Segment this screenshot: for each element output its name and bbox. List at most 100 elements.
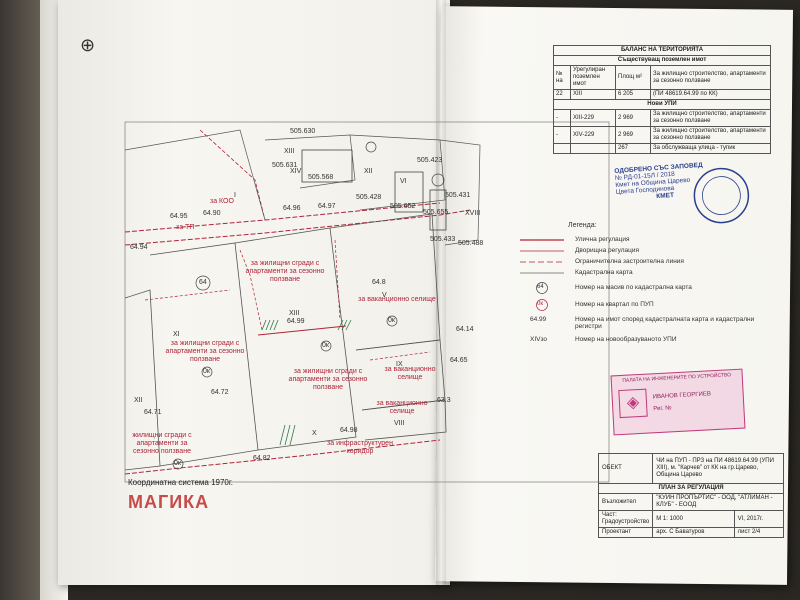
masiv-marker xyxy=(195,275,211,291)
legend-symbol-text: XIVзо xyxy=(530,336,547,343)
parcel-viii-boundary xyxy=(361,399,447,441)
scale-value: М 1: 1000 xyxy=(652,510,735,528)
top-parcel-1 xyxy=(124,129,266,221)
street-line-icon xyxy=(520,239,564,241)
map-label: 64.95 xyxy=(170,213,188,220)
designer-name: арх. С Баватуров xyxy=(652,527,735,538)
legend-item: Кадастрална карта xyxy=(520,267,760,279)
approval-stamp: ОДОБРЕНО СЪС ЗАПОВЕД № РД-01-15Л / 2018 … xyxy=(614,158,760,253)
cell-area: 267 xyxy=(615,143,651,154)
balance-section-new: Нови УПИ xyxy=(553,99,771,110)
map-roman-label: V xyxy=(382,292,387,299)
map-label: 64.71 xyxy=(144,409,162,416)
table-row: 22 XIII 6 205 (ПИ 48619.64.99 по КК) xyxy=(553,89,771,100)
brand-watermark: МАГИКА xyxy=(128,492,210,512)
north-arrow-icon: ⊕ xyxy=(80,35,96,55)
client-name: "КУИН ПРОПЪРТИС" - ООД, "АТЛИМАН - КЛУБ"… xyxy=(652,493,784,511)
map-label: 505.630 xyxy=(290,128,316,135)
building-line-2 xyxy=(144,289,231,301)
table-row: 267 За обслужваща улица - тупик xyxy=(553,143,771,154)
kvartal-number: 0к xyxy=(174,460,181,467)
use-label-tp: за ТП xyxy=(176,224,195,231)
round-seal-icon xyxy=(693,167,750,224)
kvartal-marker-4 xyxy=(172,458,184,470)
legend-text: Кадастрална карта xyxy=(575,269,633,276)
legend-text: Номер на имот според кадастралната карта… xyxy=(575,316,755,330)
cell-upi: XIII xyxy=(570,89,616,100)
legend-text: Улична регулация xyxy=(575,236,630,243)
balance-section-existing: Съществуващ поземлен имот xyxy=(553,55,771,66)
table-row: - XIV-229 2 969 За жилищно строителство,… xyxy=(553,126,771,144)
cell-no: 22 xyxy=(553,89,571,100)
legend-symbol-text: 64 xyxy=(537,284,544,290)
use-label-koo: за КОО xyxy=(210,198,234,205)
map-roman-label: XIII xyxy=(284,148,295,155)
map-label: 64.99 xyxy=(287,318,305,325)
top-parcel-4 xyxy=(439,139,481,246)
kvartal-marker-2 xyxy=(320,340,332,352)
map-label: 64.98 xyxy=(340,427,358,434)
building-line-1 xyxy=(239,249,263,331)
cadastral-line-icon xyxy=(520,272,564,274)
cell-purpose: За обслужваща улица - тупик xyxy=(650,143,771,154)
parcel-xiii-boundary xyxy=(234,227,357,451)
balance-header: За жилищно строителство, апартаменти за … xyxy=(650,65,771,90)
street-regulation-1 xyxy=(124,209,471,246)
legend-title: Легенда: xyxy=(568,222,597,229)
street-regulation-4 xyxy=(124,439,441,475)
use-label-upi13: за жилищни сгради с апартаменти за сезон… xyxy=(245,260,325,283)
use-label-upi11: за жилищни сгради с апартаменти за сезон… xyxy=(165,340,245,363)
balance-header: № на xyxy=(553,65,571,90)
legend-text: Номер на квартал по ПУП xyxy=(575,301,654,308)
stamp-line: ПАЛАТА НА ИНЖЕНЕРИТЕ ПО УСТРОЙСТВО xyxy=(622,372,732,384)
map-roman-label: ХIII xyxy=(289,310,300,317)
map-roman-label: X xyxy=(312,430,317,437)
title-block: ОБЕКТ ЧИ на ПУП - ПРЗ на ПИ 48619.64.99 … xyxy=(597,453,785,538)
map-label: 64.94 xyxy=(130,244,148,251)
obekt-text: ЧИ на ПУП - ПРЗ на ПИ 48619.64.99 (УПИ X… xyxy=(652,453,784,484)
map-label: 505.431 xyxy=(445,192,471,199)
cell-purpose: За жилищно строителство, апартаменти за … xyxy=(650,126,771,144)
use-label-upi12: жилищни сгради с апартаменти за сезонно … xyxy=(132,432,192,455)
map-label: 505.488 xyxy=(458,240,484,247)
part-label: Част: Градоустройство xyxy=(597,510,654,528)
hatch-area-1 xyxy=(261,319,279,331)
engineer-stamp: ПАЛАТА НА ИНЖЕНЕРИТЕ ПО УСТРОЙСТВО ◈ ИВА… xyxy=(610,368,746,436)
cell-purpose: За жилищно строителство, апартаменти за … xyxy=(650,109,771,127)
table-row: - XIII-229 2 969 За жилищно строителство… xyxy=(553,109,771,127)
hatch-area-2 xyxy=(337,319,352,331)
kvartal-marker-3 xyxy=(386,315,398,327)
kvartal-circle-icon xyxy=(536,299,548,311)
map-label: 64.14 xyxy=(456,326,474,333)
map-label: 64.65 xyxy=(450,357,468,364)
top-parcel-2 xyxy=(264,134,356,189)
cell-no xyxy=(553,143,571,154)
map-label: 64.90 xyxy=(203,210,221,217)
designer-label: Проектант xyxy=(597,527,654,538)
cell-upi xyxy=(570,143,616,154)
map-label: 505.631 xyxy=(272,162,298,169)
parcel-xii-boundary xyxy=(124,289,161,471)
balance-table: БАЛАНС НА ТЕРИТОРИЯТА Съществуващ поземл… xyxy=(553,45,771,154)
legend-item: Улична регулация xyxy=(520,234,760,246)
map-label: 505.652 xyxy=(390,203,416,210)
cell-purpose: (ПИ 48619.64.99 по КК) xyxy=(650,89,771,100)
cell-no: - xyxy=(553,109,571,127)
cell-upi: XIII-229 xyxy=(570,109,616,127)
building-1 xyxy=(301,149,353,183)
legend-item: XIVзо Номер на новообразуваното УПИ xyxy=(520,334,760,346)
map-roman-label: VIII xyxy=(394,420,405,427)
map-label: 505.433 xyxy=(430,236,456,243)
building-2 xyxy=(394,171,424,213)
yard-line-icon xyxy=(520,250,564,252)
kvartal-marker-5 xyxy=(431,173,445,187)
map-label: 505.655 xyxy=(423,209,449,216)
map-roman-label: IX xyxy=(396,361,403,368)
kvartal-marker-6 xyxy=(365,141,377,153)
kvartal-number: 0к xyxy=(322,342,329,349)
balance-title: БАЛАНС НА ТЕРИТОРИЯТА xyxy=(553,45,771,56)
cell-area: 6 205 xyxy=(615,89,651,100)
use-label-upi14: за жилищни сгради с апартаменти за сезон… xyxy=(288,368,368,391)
